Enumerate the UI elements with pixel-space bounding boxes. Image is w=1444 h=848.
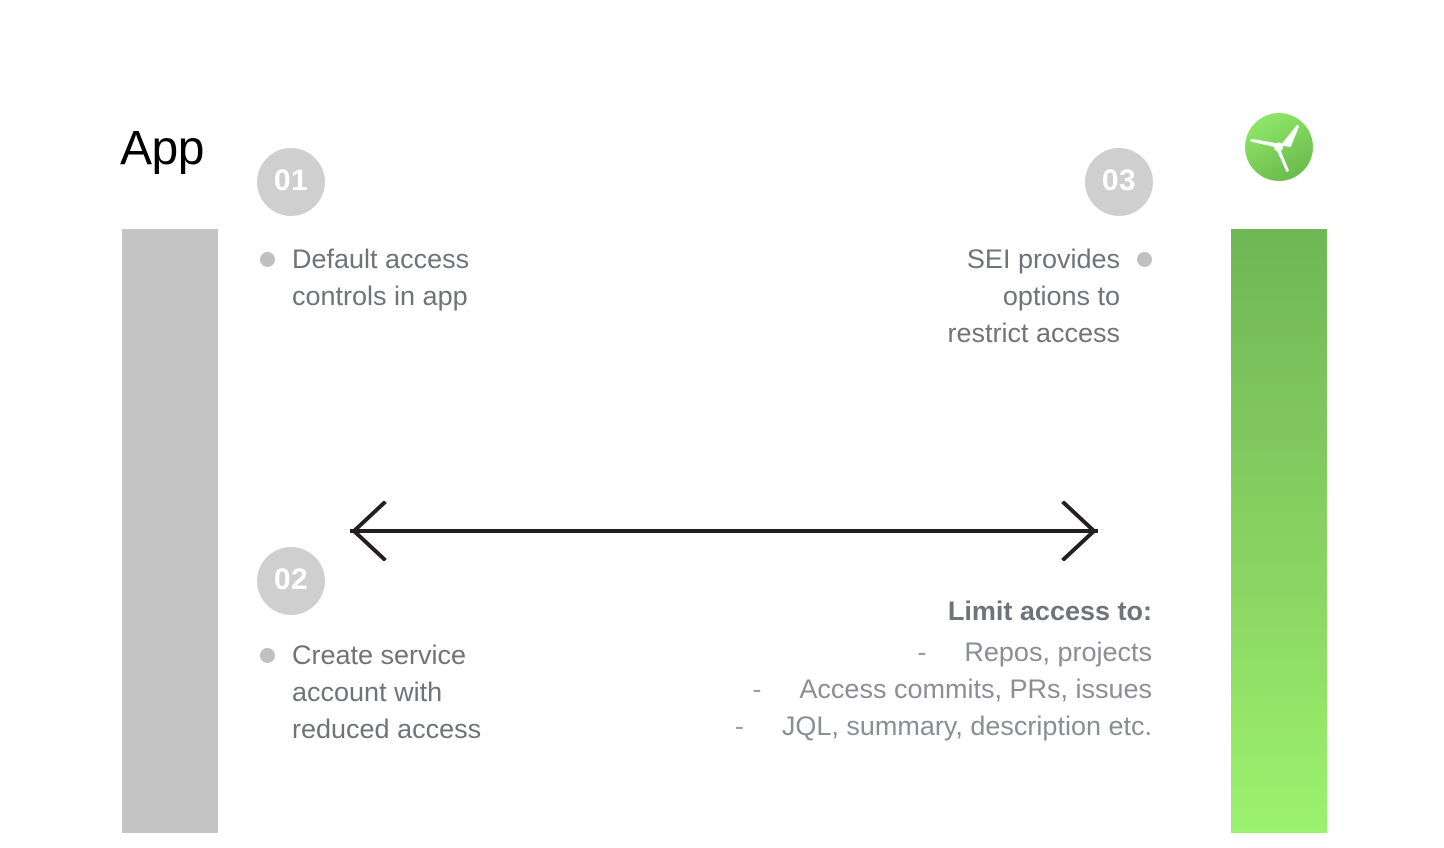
limit-access-item: - Repos, projects: [735, 634, 1152, 671]
bullet-dot-icon: [260, 648, 275, 663]
limit-dash: -: [917, 637, 927, 667]
step-badge-02: 02: [257, 547, 325, 615]
limit-dash: -: [734, 711, 744, 741]
step-03-text: SEI provides options to restrict access: [947, 241, 1120, 352]
right-green-bar: [1231, 229, 1327, 833]
limit-access-heading: Limit access to:: [947, 596, 1152, 626]
step-block-01: Default access controls in app: [260, 241, 469, 315]
step-badge-01: 01: [257, 148, 325, 216]
limit-dash: -: [752, 674, 762, 704]
step-03-line-3: restrict access: [947, 318, 1120, 348]
step-02-text: Create service account with reduced acce…: [292, 637, 481, 748]
limit-access-item-text: JQL, summary, description etc.: [781, 711, 1152, 741]
limit-access-item: - Access commits, PRs, issues: [735, 671, 1152, 708]
step-01-line-1: Default access: [292, 244, 470, 274]
step-01-line-2: controls in app: [292, 281, 468, 311]
limit-access-list: Limit access to: - Repos, projects - Acc…: [735, 593, 1152, 745]
step-03-line-2: options to: [1002, 281, 1120, 311]
step-02-row: Create service account with reduced acce…: [260, 637, 481, 748]
limit-access-item: - JQL, summary, description etc.: [735, 708, 1152, 745]
step-01-text: Default access controls in app: [292, 241, 469, 315]
step-block-03: SEI provides options to restrict access: [947, 241, 1152, 352]
step-03-line-1: SEI provides: [966, 244, 1120, 274]
step-badge-03: 03: [1085, 148, 1153, 216]
harness-propeller-logo-icon: [1244, 112, 1314, 182]
step-block-02: Create service account with reduced acce…: [260, 637, 481, 748]
left-gray-bar: [122, 229, 218, 833]
step-03-row: SEI provides options to restrict access: [947, 241, 1152, 352]
bullet-dot-icon: [260, 252, 275, 267]
step-01-row: Default access controls in app: [260, 241, 469, 315]
step-02-line-1: Create service: [292, 640, 467, 670]
limit-access-item-text: Repos, projects: [964, 637, 1152, 667]
double-headed-arrow-icon: [348, 501, 1100, 561]
step-02-line-2: account with: [292, 677, 443, 707]
page-title: App: [120, 122, 204, 175]
step-02-line-3: reduced access: [292, 714, 482, 744]
bullet-dot-icon: [1137, 252, 1152, 267]
limit-access-item-text: Access commits, PRs, issues: [799, 674, 1152, 704]
